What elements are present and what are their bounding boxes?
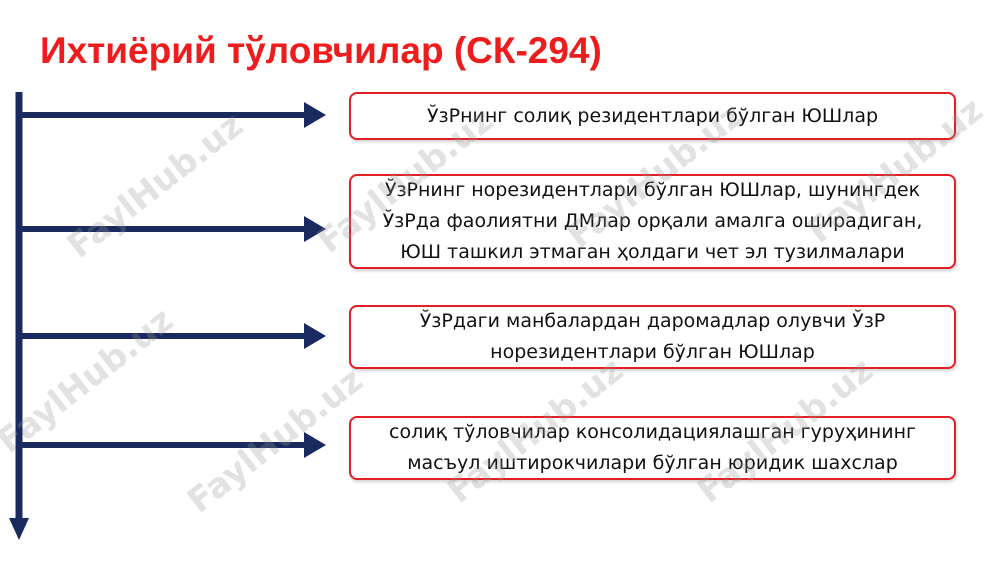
taxpayer-box-3: ЎзРдаги манбалардан даромадлар олувчи Ўз… bbox=[349, 305, 956, 369]
taxpayer-box-4-text: солиқ тўловчилар консолидациялашган гуру… bbox=[389, 421, 916, 474]
taxpayer-box-1-text: ЎзРнинг солиқ резидентлари бўлган ЮШлар bbox=[426, 104, 879, 127]
arrow-head-3 bbox=[304, 323, 326, 349]
arrow-head-2 bbox=[304, 216, 326, 242]
spine-arrow-head bbox=[9, 518, 29, 540]
taxpayer-box-2-text: ЎзРнинг норезидентлари бўлган ЮШлар, шун… bbox=[382, 179, 923, 263]
taxpayer-box-2: ЎзРнинг норезидентлари бўлган ЮШлар, шун… bbox=[349, 174, 956, 269]
arrow-head-1 bbox=[304, 102, 326, 128]
taxpayer-box-4: солиқ тўловчилар консолидациялашган гуру… bbox=[349, 416, 956, 480]
taxpayer-box-1: ЎзРнинг солиқ резидентлари бўлган ЮШлар bbox=[349, 92, 956, 140]
arrow-head-4 bbox=[304, 432, 326, 458]
slide-title: Ихтиёрий тўловчилар (СК-294) bbox=[40, 30, 602, 71]
taxpayer-box-3-text: ЎзРдаги манбалардан даромадлар олувчи Ўз… bbox=[419, 310, 886, 363]
